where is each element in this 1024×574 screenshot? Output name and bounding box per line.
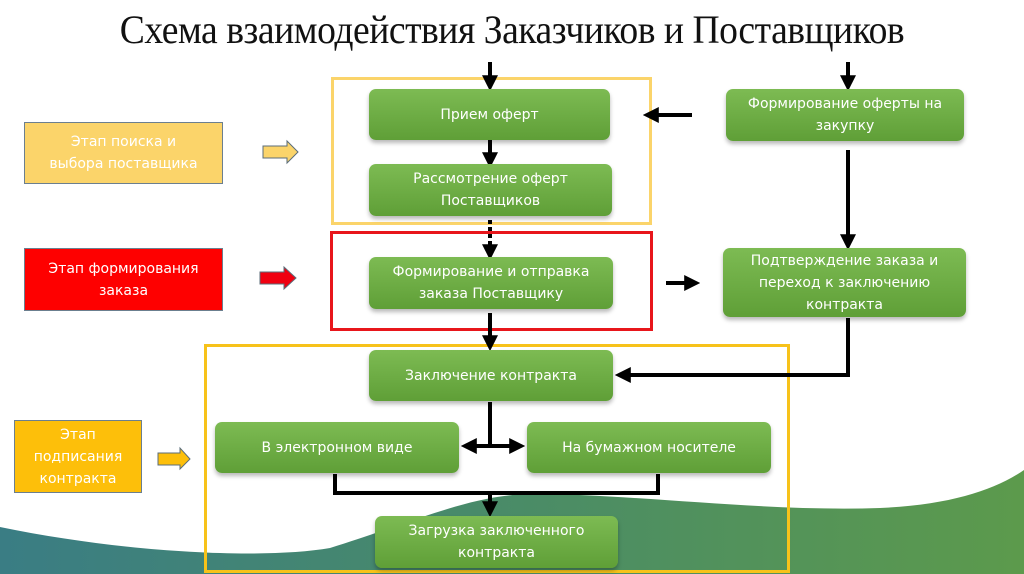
node-review-offers-text: Рассмотрение оферт Поставщиков xyxy=(413,171,568,209)
node-upload-contract: Загрузка заключенного контракта xyxy=(375,516,618,568)
node-electronic: В электронном виде xyxy=(215,422,459,473)
node-paper-text: На бумажном носителе xyxy=(562,439,736,456)
stage-search-label: Этап поиска и выбора поставщика xyxy=(24,122,223,184)
node-paper: На бумажном носителе xyxy=(527,422,771,473)
node-confirm-order: Подтверждение заказа и переход к заключе… xyxy=(723,248,966,317)
node-form-offer: Формирование оферты на закупку xyxy=(726,89,964,141)
node-conclude-contract-text: Заключение контракта xyxy=(405,367,577,384)
stage-signing-text: Этап подписания контракта xyxy=(33,426,123,487)
node-receive-offers-text: Прием оферт xyxy=(440,106,539,123)
node-conclude-contract: Заключение контракта xyxy=(369,350,613,401)
stage-order-text: Этап формирования заказа xyxy=(48,260,199,299)
stage-order-label: Этап формирования заказа xyxy=(24,248,223,311)
stage-signing-label: Этап подписания контракта xyxy=(14,420,142,493)
node-confirm-order-text: Подтверждение заказа и переход к заключе… xyxy=(750,252,939,313)
node-review-offers: Рассмотрение оферт Поставщиков xyxy=(369,164,612,216)
node-electronic-text: В электронном виде xyxy=(261,439,413,456)
node-form-send-order: Формирование и отправка заказа Поставщик… xyxy=(369,257,613,309)
node-form-send-order-text: Формирование и отправка заказа Поставщик… xyxy=(392,264,590,302)
node-receive-offers: Прием оферт xyxy=(369,89,610,140)
node-upload-contract-text: Загрузка заключенного контракта xyxy=(408,523,585,561)
node-form-offer-text: Формирование оферты на закупку xyxy=(747,96,943,134)
stage-search-text: Этап поиска и выбора поставщика xyxy=(49,134,198,172)
page-title: Схема взаимодействия Заказчиков и Постав… xyxy=(119,7,905,52)
